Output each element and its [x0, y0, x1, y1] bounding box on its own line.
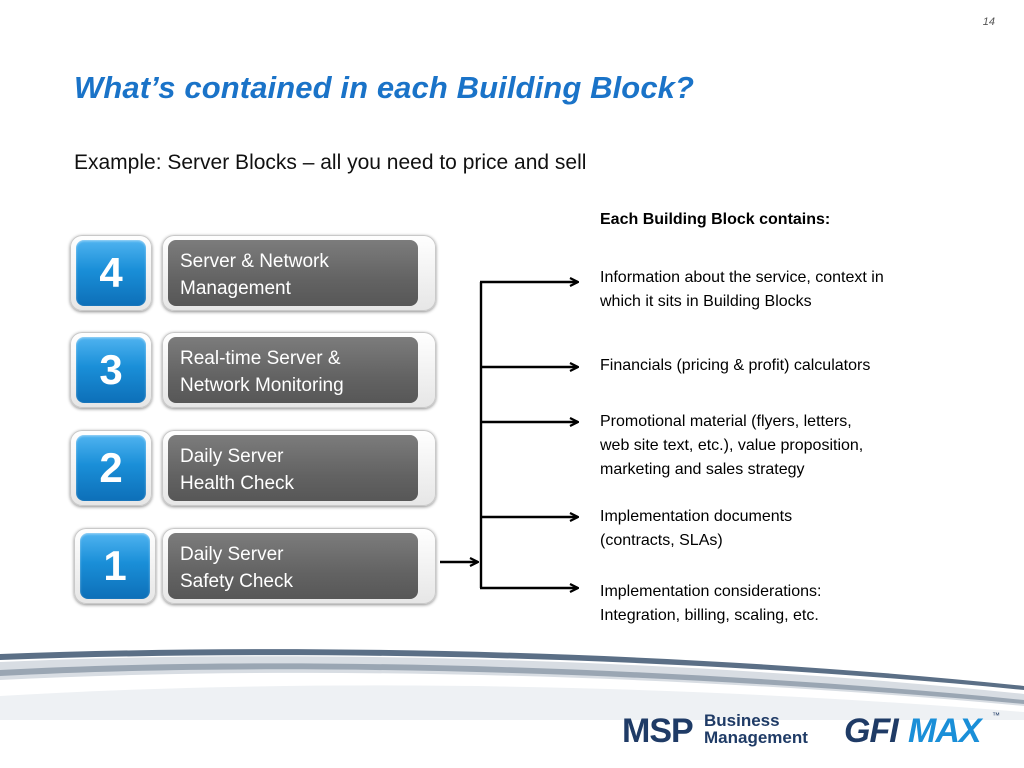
content-line: (contracts, SLAs): [600, 532, 723, 549]
footer-swoosh-graphic: [0, 649, 1024, 720]
block-number: 2: [76, 435, 146, 501]
block-label: Daily Server Safety Check: [168, 533, 418, 599]
trademark-symbol: ™: [992, 711, 1000, 720]
content-item-promotional: Promotional material (flyers, letters, w…: [600, 410, 960, 482]
content-line: web site text, etc.), value proposition,: [600, 437, 864, 454]
block-number-frame: 4: [70, 235, 152, 311]
max-logo-text: MAX: [908, 712, 984, 750]
block-number: 1: [80, 533, 150, 599]
gfi-logo-text: GFI: [844, 712, 900, 750]
slide-title: What’s contained in each Building Block?: [74, 70, 695, 105]
page-number: 14: [982, 16, 995, 28]
block-label-frame: Real-time Server & Network Monitoring: [162, 332, 436, 408]
block-label-line: Health Check: [180, 473, 295, 494]
swoosh-fill: [0, 685, 1024, 720]
block-number-frame: 2: [70, 430, 152, 506]
msp-logo-line: Management: [704, 728, 808, 747]
block-label-line: Safety Check: [180, 571, 293, 592]
content-line: Promotional material (flyers, letters,: [600, 413, 852, 430]
block-number-frame: 3: [70, 332, 152, 408]
block-label-frame: Server & Network Management: [162, 235, 436, 311]
msp-business-management-logo: MSP Business Management: [622, 712, 808, 751]
block-label-line: Network Monitoring: [180, 375, 344, 396]
content-line: Implementation considerations:: [600, 583, 822, 600]
content-line: Information about the service, context i…: [600, 269, 884, 286]
block-number: 3: [76, 337, 146, 403]
content-line: which it sits in Building Blocks: [600, 293, 812, 310]
content-line: marketing and sales strategy: [600, 461, 805, 478]
swoosh-mid: [0, 663, 1024, 704]
swoosh-dark: [0, 649, 1024, 690]
content-item-financials: Financials (pricing & profit) calculator…: [600, 354, 960, 378]
contains-heading: Each Building Block contains:: [600, 211, 831, 228]
block-label: Real-time Server & Network Monitoring: [168, 337, 418, 403]
block-label-line: Management: [180, 278, 291, 299]
content-item-information: Information about the service, context i…: [600, 266, 960, 314]
block-number-frame: 1: [74, 528, 156, 604]
block-label-frame: Daily Server Safety Check: [162, 528, 436, 604]
content-item-implementation-docs: Implementation documents (contracts, SLA…: [600, 505, 960, 553]
block-label-line: Server & Network: [180, 251, 329, 272]
msp-logo-subtext: Business Management: [704, 712, 808, 746]
content-line: Integration, billing, scaling, etc.: [600, 607, 819, 624]
block-number: 4: [76, 240, 146, 306]
block-label: Daily Server Health Check: [168, 435, 418, 501]
block-label-line: Daily Server: [180, 446, 284, 467]
block-label-frame: Daily Server Health Check: [162, 430, 436, 506]
content-line: Implementation documents: [600, 508, 793, 525]
slide-subtitle: Example: Server Blocks – all you need to…: [74, 151, 587, 174]
content-line: Financials (pricing & profit) calculator…: [600, 357, 871, 374]
gfi-max-logo: GFI MAX ™: [844, 711, 1000, 750]
msp-logo-text: MSP: [622, 712, 694, 750]
content-item-implementation-considerations: Implementation considerations: Integrati…: [600, 580, 960, 628]
block-label-line: Daily Server: [180, 544, 284, 565]
block-label-line: Real-time Server &: [180, 348, 341, 369]
block-label: Server & Network Management: [168, 240, 418, 306]
msp-logo-line: Business: [704, 711, 780, 730]
